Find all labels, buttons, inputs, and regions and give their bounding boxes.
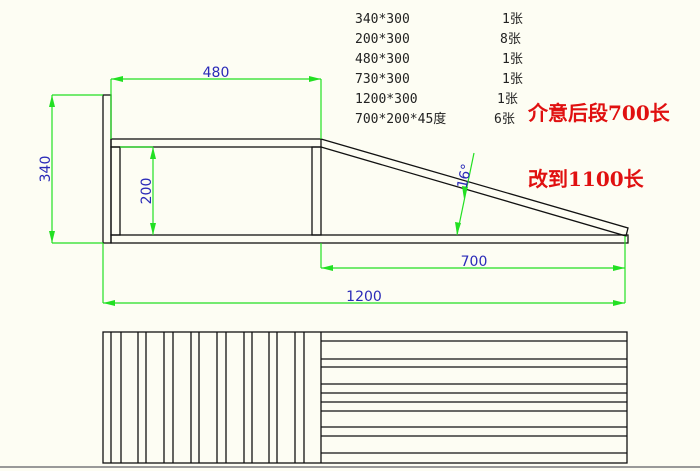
leg (311, 146, 322, 236)
part-qty: 1张 (502, 12, 523, 27)
dim-200: 200 (139, 178, 155, 205)
ramp-board (320, 138, 629, 237)
part-size: 480*300 (355, 52, 410, 67)
part-qty: 6张 (494, 112, 515, 127)
back-post (102, 94, 112, 244)
dim-1200: 1200 (346, 289, 382, 305)
note-text: 介意后段700长 (527, 101, 671, 125)
dim-480: 480 (203, 65, 230, 81)
parts-list: 340*300 1张 200*300 8张 480*300 1张 730*300… (355, 12, 523, 127)
part-size: 200*300 (355, 32, 410, 47)
top-deck (110, 138, 322, 148)
dim-340: 340 (38, 156, 54, 183)
part-size: 700*200*45度 (355, 111, 446, 127)
base-rail (110, 234, 629, 244)
top-view (102, 331, 628, 464)
angle-16: 16° (455, 162, 476, 190)
part-size: 730*300 (355, 72, 410, 87)
dimensions: 480 340 200 700 1200 16° (38, 65, 626, 306)
part-qty: 1张 (502, 72, 523, 87)
top-view-outline (102, 331, 628, 464)
part-qty: 1张 (497, 92, 518, 107)
part-size: 340*300 (355, 12, 410, 27)
part-size: 1200*300 (355, 92, 418, 107)
leg (110, 146, 121, 236)
part-qty: 1张 (502, 52, 523, 67)
dim-700: 700 (461, 254, 488, 270)
side-view (102, 94, 629, 244)
note-text: 改到1100长 (528, 167, 645, 191)
part-qty: 8张 (500, 32, 521, 47)
